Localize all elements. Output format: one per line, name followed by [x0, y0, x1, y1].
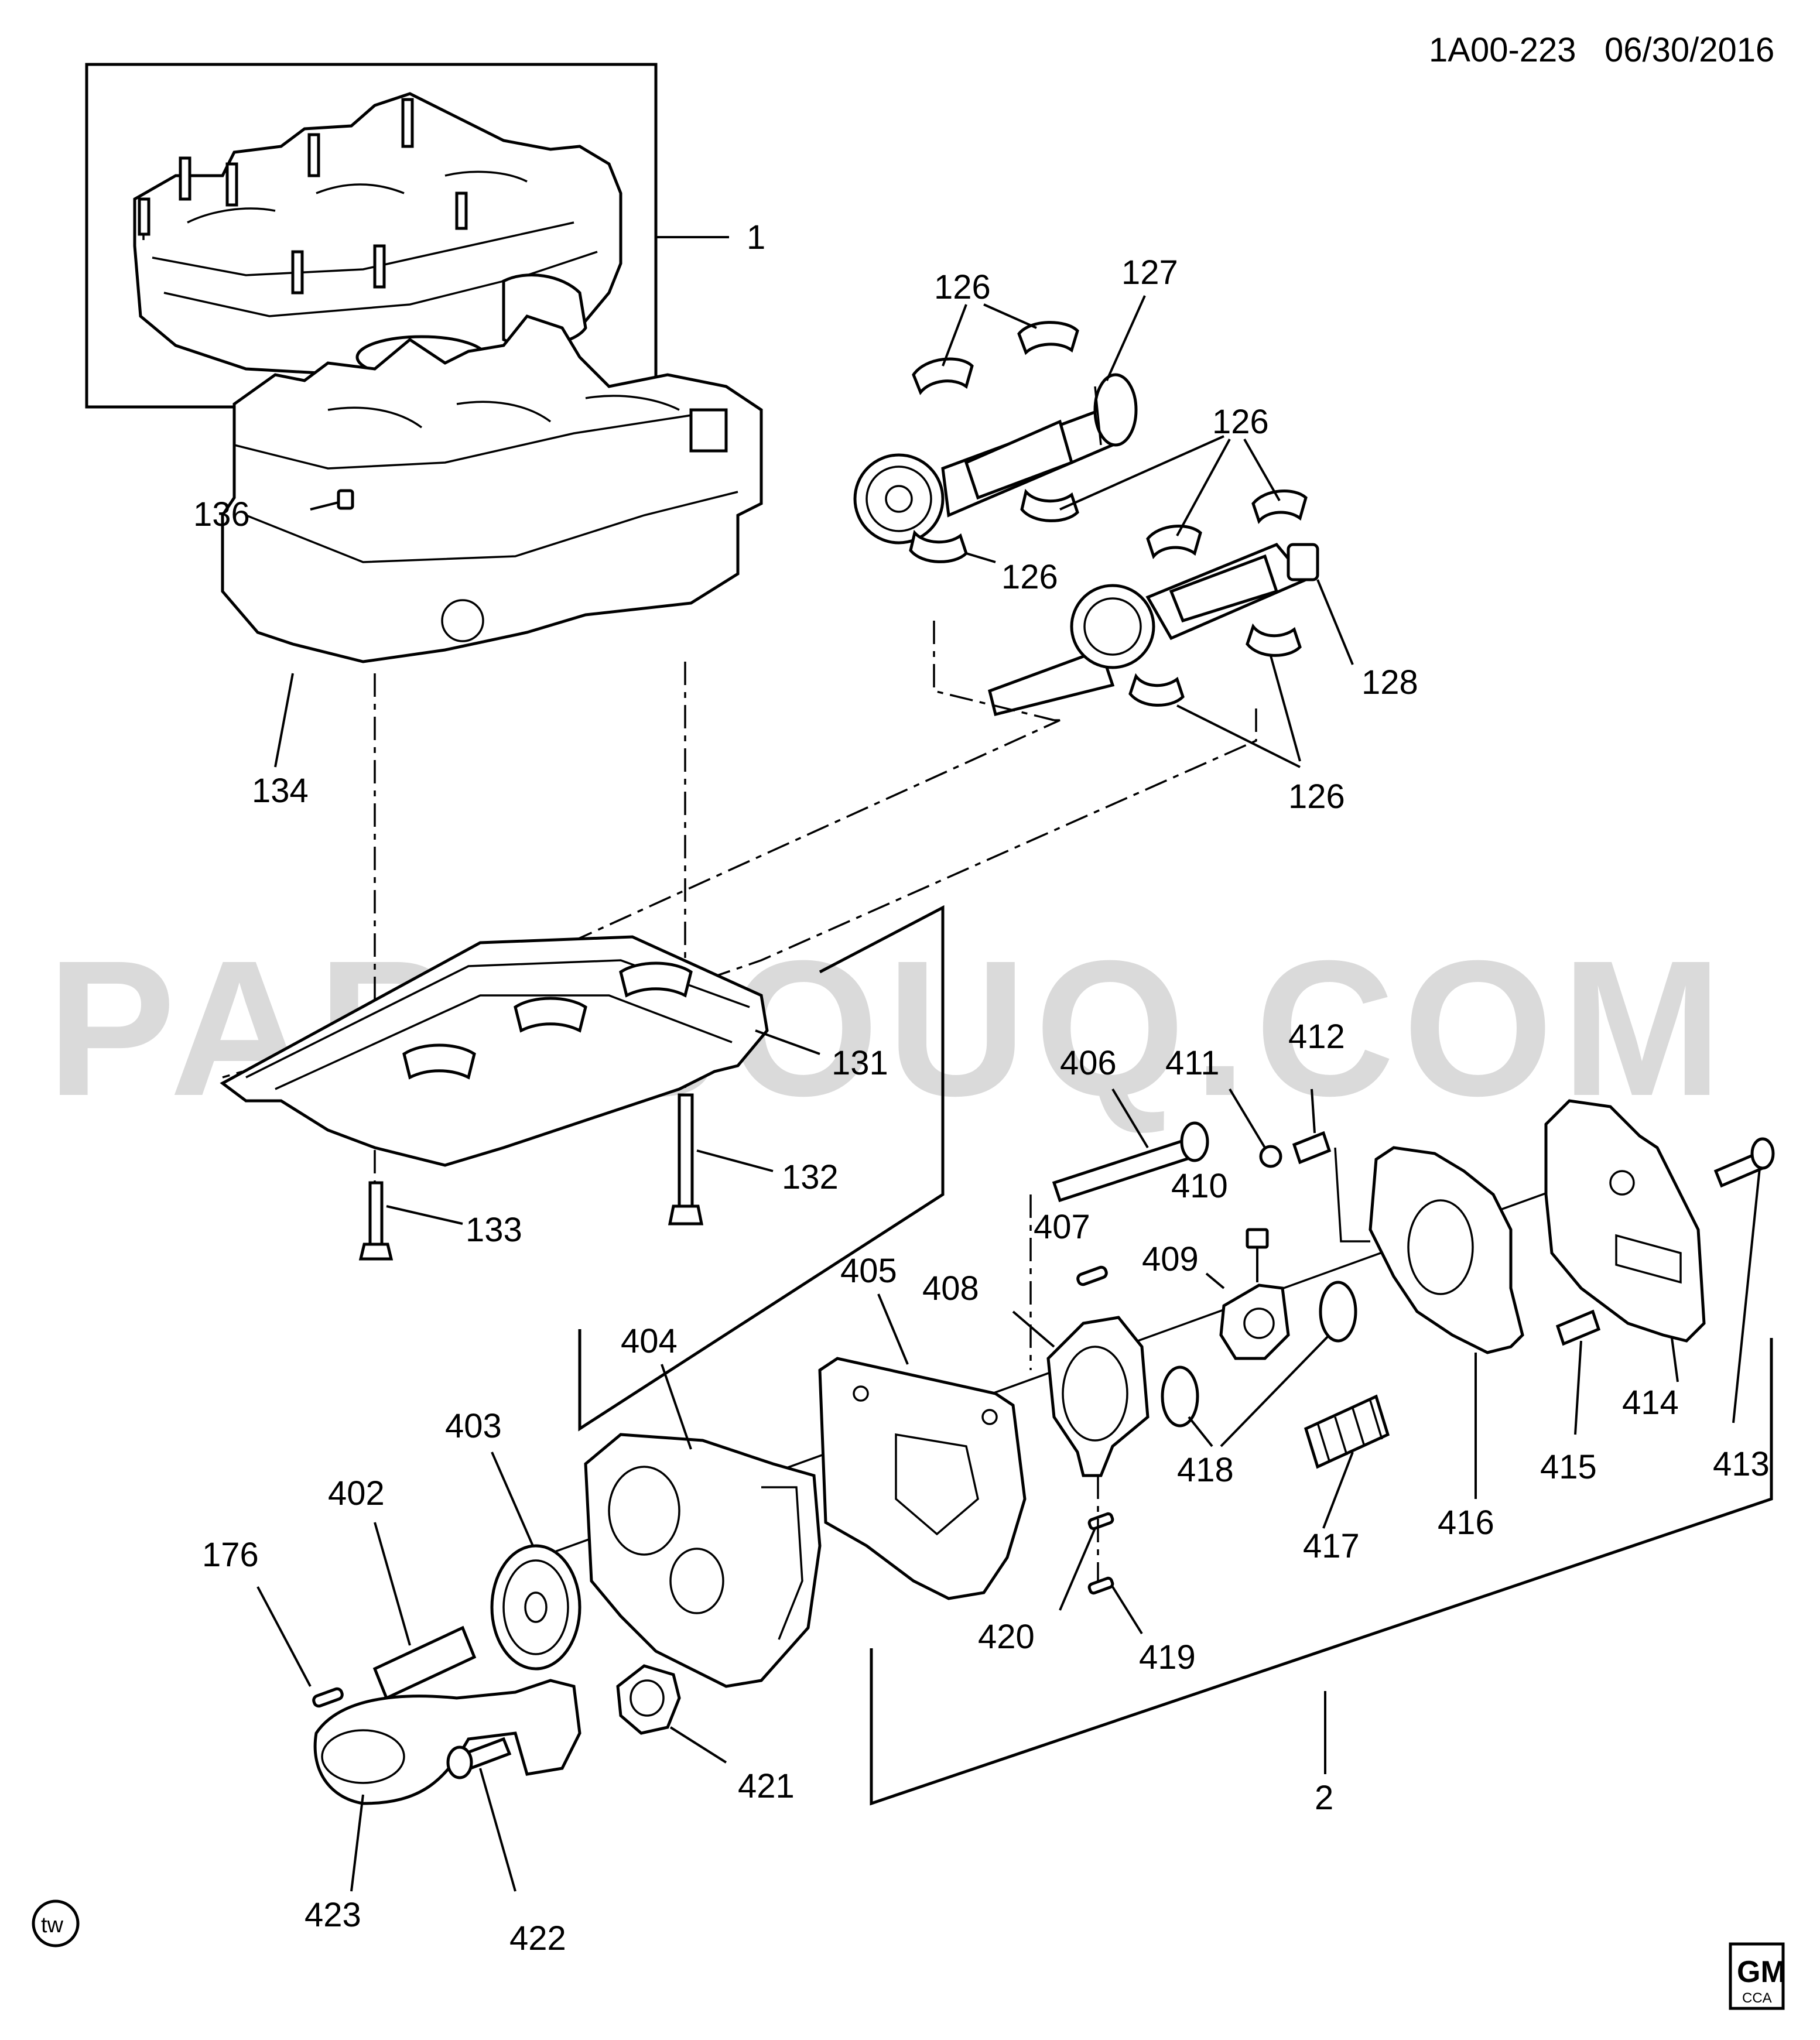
callout-405: 405: [840, 1252, 897, 1290]
callout-419: 419: [1139, 1638, 1196, 1676]
drive-shaft-402: [372, 1625, 477, 1700]
oil-pump-body-404: [584, 1433, 822, 1688]
callout-409: 409: [1142, 1240, 1199, 1278]
callout-131: 131: [832, 1044, 888, 1082]
document-reference: 1A00-223: [1429, 31, 1576, 69]
sleeve-415: [1555, 1309, 1601, 1346]
callout-418: 418: [1177, 1451, 1234, 1489]
svg-text:tw: tw: [41, 1913, 64, 1938]
callout-414: 414: [1622, 1384, 1679, 1422]
pump-plate-405: [818, 1357, 1027, 1600]
callout-423: 423: [305, 1896, 361, 1934]
balance-shaft-housing-lower: [220, 935, 769, 1167]
lower-housing-frame: [578, 905, 945, 1432]
seal-418-left: [1161, 1365, 1199, 1428]
callout-404: 404: [621, 1322, 678, 1360]
dowel-pin-136: [337, 489, 354, 510]
gm-logo: GM CCA: [1729, 1942, 1786, 2010]
callout-408: 408: [922, 1269, 979, 1307]
callout-132: 132: [782, 1158, 839, 1196]
rotor-409: [1219, 1283, 1290, 1360]
callout-128: 128: [1361, 663, 1418, 701]
callout-420: 420: [978, 1618, 1035, 1656]
callout-134: 134: [252, 772, 309, 810]
pin-419: [1087, 1576, 1114, 1595]
bolt-422: [446, 1737, 512, 1779]
callout-126-left: 126: [1001, 558, 1058, 596]
callout-407: 407: [1034, 1208, 1090, 1246]
callout-406: 406: [1060, 1044, 1117, 1082]
callout-2: 2: [1315, 1779, 1333, 1817]
pin-176: [312, 1687, 344, 1708]
drive-gear-403: [490, 1544, 581, 1671]
bolt-132: [668, 1093, 704, 1226]
callout-421: 421: [738, 1767, 795, 1805]
callout-413: 413: [1713, 1445, 1770, 1483]
bolt-133: [358, 1181, 394, 1261]
document-date: 06/30/2016: [1605, 31, 1774, 69]
callout-127: 127: [1121, 254, 1178, 292]
callout-176: 176: [202, 1536, 259, 1574]
bearing-shells-126: [909, 321, 1308, 707]
pin-420: [1087, 1512, 1114, 1531]
gasket-421: [616, 1664, 681, 1735]
callout-422: 422: [509, 1919, 566, 1957]
seal-418-right: [1319, 1281, 1357, 1343]
oil-pump-bracket: [870, 1338, 1773, 1806]
callout-417: 417: [1303, 1527, 1360, 1565]
pump-housing-416: [1369, 1146, 1524, 1354]
callout-136: 136: [193, 495, 250, 533]
bolt-406: [1052, 1121, 1209, 1203]
pin-407: [1076, 1265, 1108, 1286]
bolt-413: [1713, 1137, 1775, 1188]
callout-126-right: 126: [1212, 403, 1269, 441]
callout-410: 410: [1171, 1167, 1228, 1205]
slide-ring-408: [1046, 1316, 1150, 1477]
balance-shaft-housing-upper: [221, 314, 763, 663]
balance-shaft-lower: [988, 542, 1319, 717]
svg-text:CCA: CCA: [1742, 1990, 1772, 2006]
callout-126-bottom: 126: [1288, 778, 1345, 816]
vane-410: [1246, 1228, 1269, 1249]
spring-417: [1304, 1394, 1390, 1469]
callout-412: 412: [1288, 1018, 1345, 1056]
tw-logo: tw: [32, 1899, 80, 1947]
balance-shaft-upper: [853, 373, 1138, 545]
svg-text:GM: GM: [1737, 1955, 1786, 1989]
pump-cover-414: [1544, 1099, 1706, 1343]
callout-411: 411: [1165, 1044, 1219, 1082]
ball-411: [1259, 1145, 1282, 1168]
callout-1: 1: [747, 218, 765, 256]
callout-416: 416: [1438, 1504, 1494, 1542]
callout-133: 133: [466, 1211, 522, 1249]
oil-pickup-423: [313, 1679, 581, 1805]
spring-412: [1292, 1131, 1332, 1165]
callout-402: 402: [328, 1474, 385, 1512]
callout-415: 415: [1540, 1448, 1597, 1486]
callout-126-top: 126: [934, 268, 991, 306]
callout-403: 403: [445, 1407, 502, 1445]
balance-shaft-assembly-drawing: [133, 92, 622, 379]
